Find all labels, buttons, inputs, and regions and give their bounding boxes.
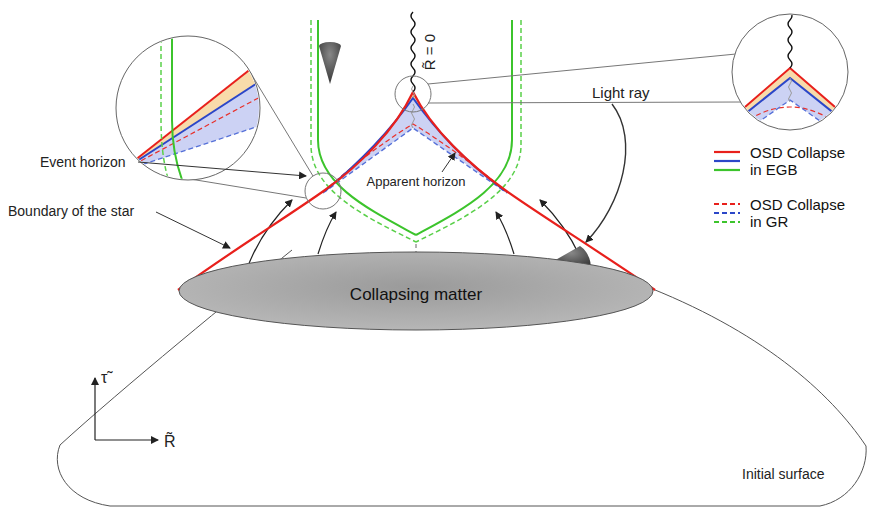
legend-text: OSD Collapse in GR bbox=[750, 196, 858, 230]
egb-event-horizon bbox=[318, 20, 512, 235]
legend-entry: OSD Collapse in EGB bbox=[712, 144, 858, 178]
zoom-line bbox=[428, 102, 742, 103]
zoom-line bbox=[190, 179, 306, 198]
boundary-label: Boundary of the star bbox=[8, 203, 134, 220]
ellipse-outline bbox=[179, 252, 653, 330]
legend-text: OSD Collapse in EGB bbox=[750, 144, 858, 178]
legend-line bbox=[714, 203, 740, 205]
zoom-spot bbox=[305, 173, 341, 209]
zoom-line bbox=[250, 72, 313, 176]
legend-line bbox=[714, 221, 740, 223]
node-text: Collapsing matter bbox=[350, 285, 482, 305]
legend-swatch bbox=[712, 144, 742, 178]
legend-swatch bbox=[712, 196, 742, 230]
axis-label: R̃ bbox=[164, 432, 176, 451]
singularity-label: R̃ = 0 bbox=[421, 34, 439, 70]
matter-ellipse: Collapsing matter bbox=[178, 251, 654, 331]
legend-line bbox=[714, 160, 740, 162]
legend-line bbox=[714, 151, 740, 153]
gr-boundary bbox=[323, 124, 507, 192]
zoom-spot bbox=[395, 76, 431, 112]
singularity bbox=[411, 12, 415, 92]
leader-arrows bbox=[138, 104, 626, 248]
event-horizon-label: Event horizon bbox=[40, 154, 126, 171]
initial-surface-label: Initial surface bbox=[742, 466, 824, 483]
zoom-detail bbox=[730, 4, 850, 142]
light-ray-label: Light ray bbox=[592, 84, 650, 102]
apparent-horizon-label: Apparent horizon bbox=[366, 174, 465, 190]
axes bbox=[95, 378, 158, 440]
light-cone bbox=[319, 42, 341, 84]
legend-entry: OSD Collapse in GR bbox=[712, 196, 858, 230]
legend-line bbox=[714, 212, 740, 214]
legend-line bbox=[714, 169, 740, 171]
gr-event-horizon bbox=[311, 20, 521, 242]
gr-apparent-horizon bbox=[323, 128, 507, 193]
zoom-detail bbox=[120, 30, 262, 185]
zoom-line bbox=[428, 54, 736, 84]
gr-singularity bbox=[412, 86, 415, 128]
axis-label: τ̃ bbox=[101, 368, 107, 387]
